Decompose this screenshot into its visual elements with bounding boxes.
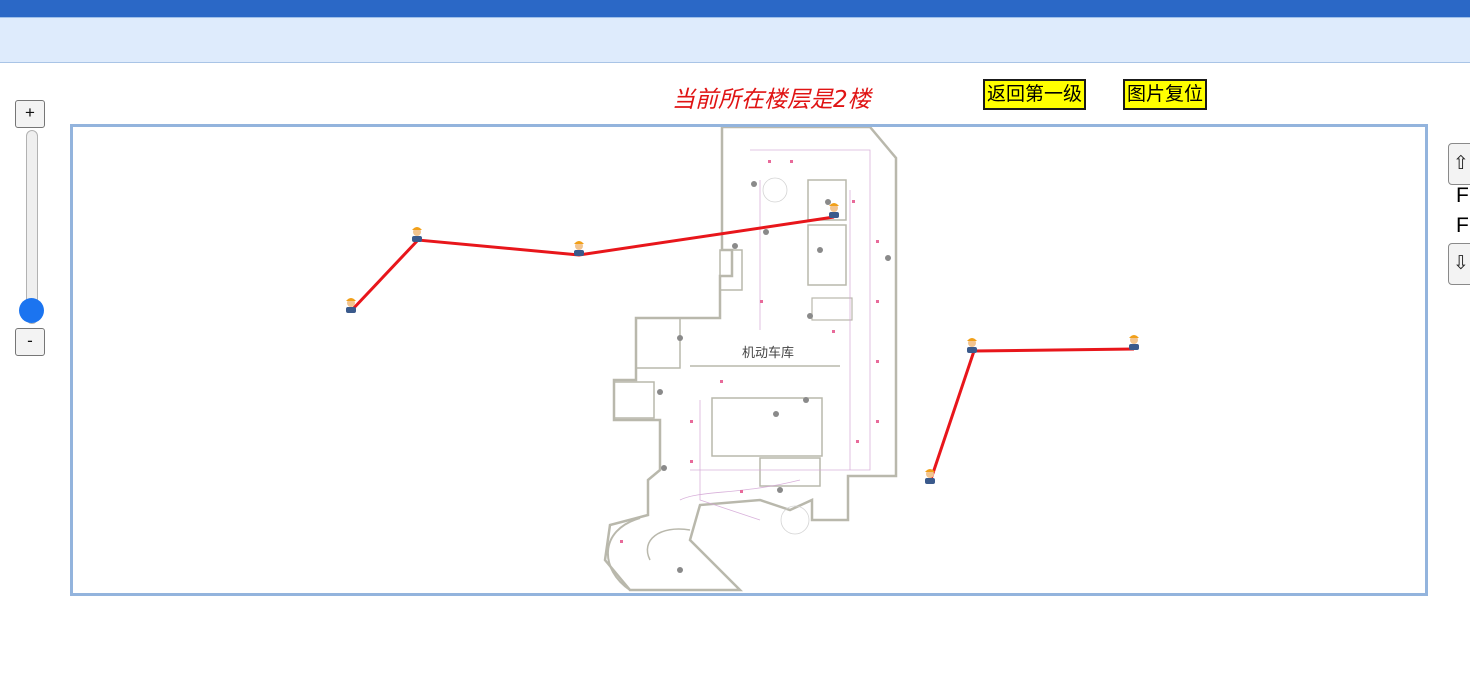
worker-icon[interactable]	[967, 338, 977, 353]
route-line-left	[349, 215, 835, 313]
floor-plan-details	[679, 149, 871, 535]
building-floor-plan	[603, 127, 898, 592]
route-line-right	[928, 347, 1135, 483]
zoom-out-button[interactable]: -	[15, 328, 45, 356]
current-floor-title: 当前所在楼层是2楼	[672, 87, 871, 113]
worker-icon[interactable]	[925, 469, 935, 484]
floor-plan-red-marks	[620, 160, 879, 543]
garage-label: 机动车库	[742, 345, 794, 361]
floor-down-button[interactable]: ⇩	[1448, 243, 1470, 285]
floor-list-item[interactable]: F	[1456, 214, 1469, 237]
floor-plan-markers	[657, 181, 891, 573]
image-reset-button[interactable]: 图片复位	[1123, 79, 1208, 110]
worker-icon[interactable]	[574, 241, 584, 256]
zoom-slider-thumb[interactable]	[19, 298, 44, 323]
worker-icon[interactable]	[1129, 335, 1139, 350]
worker-icon[interactable]	[412, 227, 422, 242]
floor-plan-map: 机动车库	[346, 127, 1139, 592]
app-top-bar	[0, 0, 1470, 17]
app-sub-bar	[0, 17, 1470, 63]
floor-up-button[interactable]: ⇧	[1448, 143, 1470, 185]
floor-list-item[interactable]: F	[1456, 184, 1469, 207]
zoom-in-button[interactable]: +	[15, 100, 45, 128]
worker-icon[interactable]	[829, 203, 839, 218]
zoom-slider-track[interactable]	[26, 130, 38, 324]
back-to-first-level-button[interactable]: 返回第一级	[983, 79, 1087, 110]
worker-icon[interactable]	[346, 298, 356, 313]
floor-map-viewport[interactable]: 机动车库	[70, 124, 1428, 596]
